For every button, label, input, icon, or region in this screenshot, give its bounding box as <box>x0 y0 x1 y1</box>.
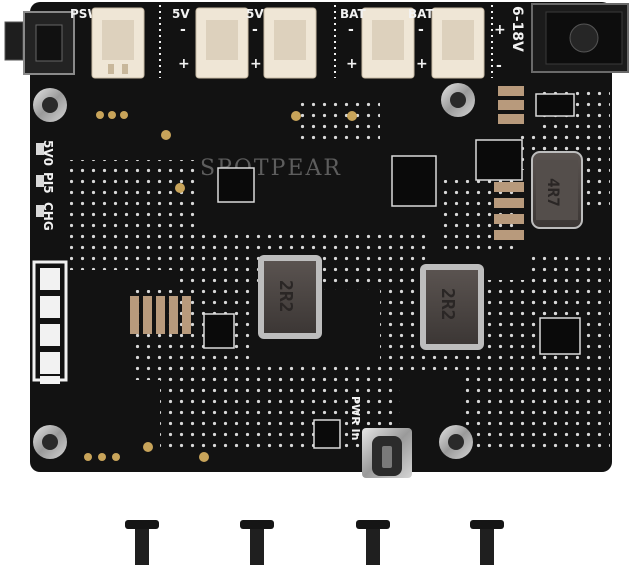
ic-chip <box>313 419 341 449</box>
mounting-hole <box>33 425 67 459</box>
polarity-plus: + <box>346 56 358 72</box>
label-5v-1: 5V <box>172 7 190 21</box>
label-5v-2: 5V <box>246 7 264 21</box>
ic-chip <box>217 167 255 203</box>
polarity-plus: + <box>178 56 190 72</box>
inductor-label: 2R2 <box>437 288 458 321</box>
ic-chip <box>535 93 575 117</box>
polarity-minus: - <box>348 22 354 38</box>
mounting-hole <box>439 425 473 459</box>
dc-barrel-jack <box>531 3 629 73</box>
ic-chip <box>475 139 523 181</box>
power-switch <box>4 11 75 75</box>
jst-connector-bat-2 <box>431 7 485 79</box>
led-indicator <box>36 143 44 217</box>
label-pwr-in: PWR In <box>349 396 362 440</box>
inductor-label: 2R2 <box>275 280 296 313</box>
usb-c-port <box>362 428 412 478</box>
screw <box>125 520 159 565</box>
label-led-pi5: PI5 <box>41 172 55 194</box>
jst-connector-5v-1 <box>195 7 249 79</box>
screw <box>470 520 504 565</box>
mounting-hole <box>33 88 67 122</box>
screw <box>356 520 390 565</box>
jst-connector-5v-2 <box>263 7 317 79</box>
ic-chip <box>203 313 235 349</box>
label-bat-2: BAT <box>408 7 435 21</box>
inductor-4r7 <box>531 151 583 229</box>
polarity-minus: - <box>252 22 258 38</box>
label-led-5v0: 5V0 <box>41 140 55 166</box>
ic-chip <box>391 155 437 207</box>
inductor-label: 4R7 <box>544 178 563 207</box>
polarity-minus: - <box>180 22 186 38</box>
polarity-minus: - <box>418 22 424 38</box>
jst-connector-psw <box>91 7 145 79</box>
polarity-plus: + <box>494 22 506 38</box>
inductor-2r2 <box>258 255 322 339</box>
mounting-hole <box>441 83 475 117</box>
inductor-2r2 <box>420 264 484 350</box>
label-dc-input: 6-18V <box>509 6 525 52</box>
test-pad <box>84 111 357 462</box>
screw <box>240 520 274 565</box>
polarity-plus: + <box>416 56 428 72</box>
ic-chip <box>539 317 581 355</box>
polarity-plus: + <box>250 56 262 72</box>
battery-icon <box>32 260 68 384</box>
jst-connector-bat-1 <box>361 7 415 79</box>
label-bat-1: BAT <box>340 7 367 21</box>
polarity-minus: - <box>496 58 502 74</box>
capacitor-bank <box>130 86 524 334</box>
label-led-chg: CHG <box>41 202 55 231</box>
